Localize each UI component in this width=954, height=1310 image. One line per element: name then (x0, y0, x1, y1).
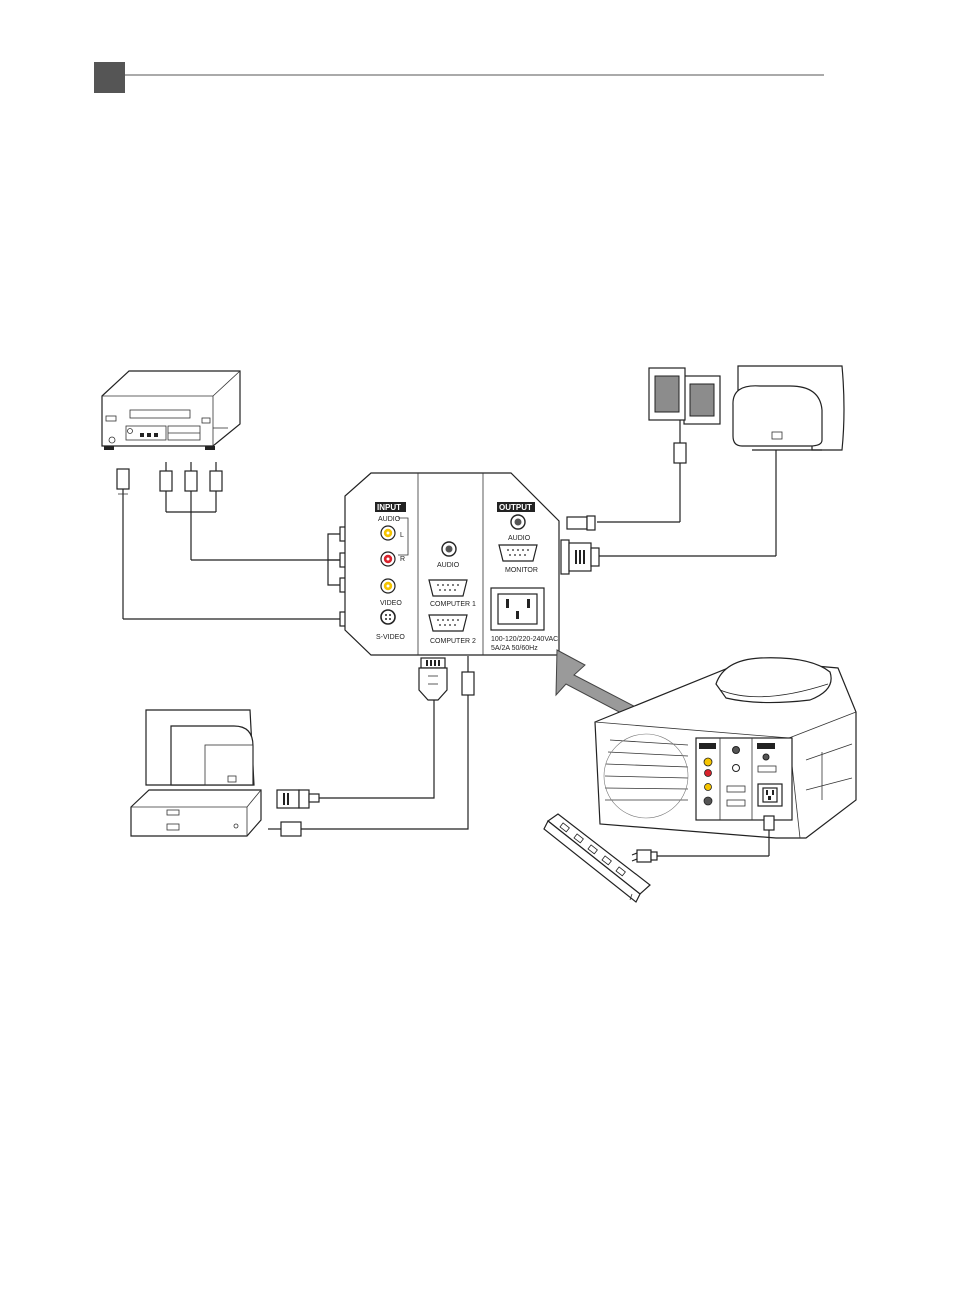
vcr-svideo-plug (116, 468, 130, 500)
input-left-label: L (400, 532, 404, 539)
power-cord (631, 849, 769, 863)
computer2-label: COMPUTER 2 (430, 638, 476, 645)
output-audio-label: AUDIO (508, 535, 531, 542)
input-audio-label: AUDIO (378, 516, 401, 523)
panel-bottom-plugs (418, 656, 475, 701)
monitor-port (498, 544, 538, 562)
vcr-rca-plugs (159, 462, 223, 560)
power-rating-line1: 100-120/220-240VAC (491, 636, 558, 643)
vcr-device (101, 370, 241, 450)
speaker-audio-cable (566, 515, 680, 531)
power-strip-device (543, 813, 651, 903)
mid-audio-label: AUDIO (437, 562, 460, 569)
input-header-box (375, 502, 406, 512)
computer-vga-cable (276, 695, 435, 809)
computer1-label: COMPUTER 1 (430, 601, 476, 608)
video-label: VIDEO (380, 600, 402, 607)
header-square (94, 62, 125, 93)
computer-audio-cable (268, 695, 469, 837)
rear-panel: INPUT AUDIO L R VIDEO S-VIDEO AUDIO COMP… (344, 472, 560, 656)
speakers-device (648, 367, 721, 522)
vcr-cables (122, 500, 340, 620)
projector-device (594, 657, 857, 856)
computer2-port (428, 614, 468, 632)
crt-monitor-device (732, 365, 845, 556)
svideo-label: S-VIDEO (376, 634, 405, 641)
input-right-label: R (400, 556, 405, 563)
power-rating-line2: 5A/2A 50/60Hz (491, 645, 538, 652)
output-header: OUTPUT (499, 503, 532, 512)
computer1-port (428, 579, 468, 597)
desktop-computer-device (130, 709, 262, 837)
monitor-vga-cable (560, 539, 776, 575)
output-header-box (497, 502, 535, 512)
input-header: INPUT (377, 503, 401, 512)
power-inlet (490, 587, 545, 631)
monitor-label: MONITOR (505, 567, 538, 574)
svideo-jack (380, 609, 396, 625)
